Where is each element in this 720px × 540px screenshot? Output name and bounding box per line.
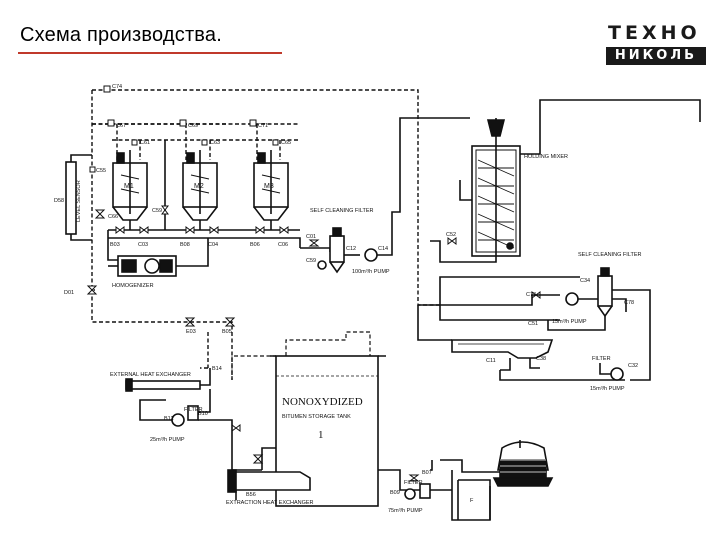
tag-c55: C55 (96, 168, 106, 174)
label-level-column: LEVEL SENSOR (76, 180, 82, 222)
tag-d01: D01 (64, 290, 74, 296)
tag-b09b: B09 (390, 490, 400, 496)
holding-outlet-line (418, 99, 701, 306)
level-column (65, 154, 92, 241)
label-tank-number: 1 (318, 429, 324, 441)
tag-c03: C03 (138, 242, 148, 248)
heating-loop (91, 89, 440, 380)
logo-bottom-text: НИКОЛЬ (606, 47, 706, 65)
title-underline (18, 52, 282, 54)
label-pump-15b: 15m³/h PUMP (590, 386, 625, 392)
tag-b12: B12 (164, 416, 174, 422)
label-self-cleaning-filter-2: SELF CLEANING FILTER (578, 252, 641, 258)
label-m1: M1 (124, 183, 134, 190)
label-pump-100: 100m³/h PUMP (352, 269, 390, 275)
tag-c65: C65 (281, 140, 291, 146)
tag-c34: C34 (580, 278, 590, 284)
tag-b03: B03 (110, 242, 120, 248)
tag-e03: E03 (186, 329, 196, 335)
tag-c61: C61 (140, 140, 150, 146)
tag-c14: C14 (378, 246, 388, 252)
label-filter-2: FILTER (592, 356, 611, 362)
holding-mixer (430, 118, 521, 263)
homogenizer (108, 238, 209, 277)
tag-c04: C04 (208, 242, 218, 248)
tag-c66: C66 (108, 214, 118, 220)
tag-c73: C73 (526, 292, 536, 298)
tag-b07: B07 (422, 470, 432, 476)
tag-c71: C71 (258, 123, 268, 129)
tag-c51: C51 (528, 321, 538, 327)
tag-c59b: C59 (306, 258, 316, 264)
tag-c32: C32 (628, 363, 638, 369)
tag-c78: C78 (624, 300, 634, 306)
extraction-heat-exchanger (227, 447, 311, 500)
label-pump-75: 75m³/h PUMP (388, 508, 423, 514)
self-cleaning-filter-2 (547, 267, 651, 381)
tag-b56: B56 (246, 492, 256, 498)
mixer-m1 (112, 150, 148, 221)
tag-c67: C67 (116, 123, 126, 129)
label-m3: M3 (264, 183, 274, 190)
tag-b10: B10 (198, 411, 208, 417)
tag-c06: C06 (278, 242, 288, 248)
tag-b06: B06 (250, 242, 260, 248)
label-pump-25: 25m³/h PUMP (150, 437, 185, 443)
trough (451, 339, 625, 381)
label-self-cleaning-filter-1: SELF CLEANING FILTER (310, 208, 373, 214)
tag-c12: C12 (346, 246, 356, 252)
logo-top-text: ТЕХНО (608, 22, 701, 44)
label-pump-15a: 15m³/h PUMP (552, 319, 587, 325)
label-bitumen-storage-tank: BITUMEN STORAGE TANK (282, 414, 351, 420)
boiler-unit (492, 440, 554, 487)
mixer-m3 (253, 150, 289, 221)
labels-layer: C74 C67 C69 C71 C61 C63 C65 C55 C66 D58 … (54, 84, 641, 514)
header-valve-squares (89, 85, 279, 173)
label-filter-1: FILTER (184, 407, 203, 413)
label-m2: M2 (194, 183, 204, 190)
final-filter-section (404, 459, 500, 521)
tag-c59: C59 (152, 208, 162, 214)
manifold-valves (67, 195, 541, 482)
tag-c74: C74 (112, 84, 122, 90)
page-title: Схема производства. (20, 24, 222, 46)
tag-b14: B14 (212, 366, 222, 372)
tag-b08: B08 (180, 242, 190, 248)
tag-c11: C11 (486, 358, 496, 364)
tag-c69: C69 (188, 123, 198, 129)
self-cleaning-filter-1 (317, 117, 470, 274)
technonicol-logo: ТЕХНО НИКОЛЬ (606, 22, 706, 66)
trough-feed-lines (417, 305, 560, 341)
tag-b05: B05 (222, 329, 232, 335)
tag-c01: C01 (306, 234, 316, 240)
label-letter-f: F (470, 498, 474, 504)
label-homogenizer: HOMOGENIZER (112, 283, 154, 289)
label-holding-mixer: HOLDING MIXER (524, 154, 568, 160)
tag-c63: C63 (210, 140, 220, 146)
label-filter-3: FILTER (404, 480, 423, 486)
tag-c38: C38 (536, 356, 546, 362)
label-external-heat-exchanger: EXTERNAL HEAT EXCHANGER (110, 372, 191, 378)
label-extraction-heat-exchanger: EXTRACTION HEAT EXCHANGER (226, 500, 314, 506)
label-nonoxydized: NONOXYDIZED (282, 396, 363, 408)
tag-c52: C52 (446, 232, 456, 238)
tag-d58: D58 (54, 198, 64, 204)
external-heat-exchanger (125, 368, 262, 471)
